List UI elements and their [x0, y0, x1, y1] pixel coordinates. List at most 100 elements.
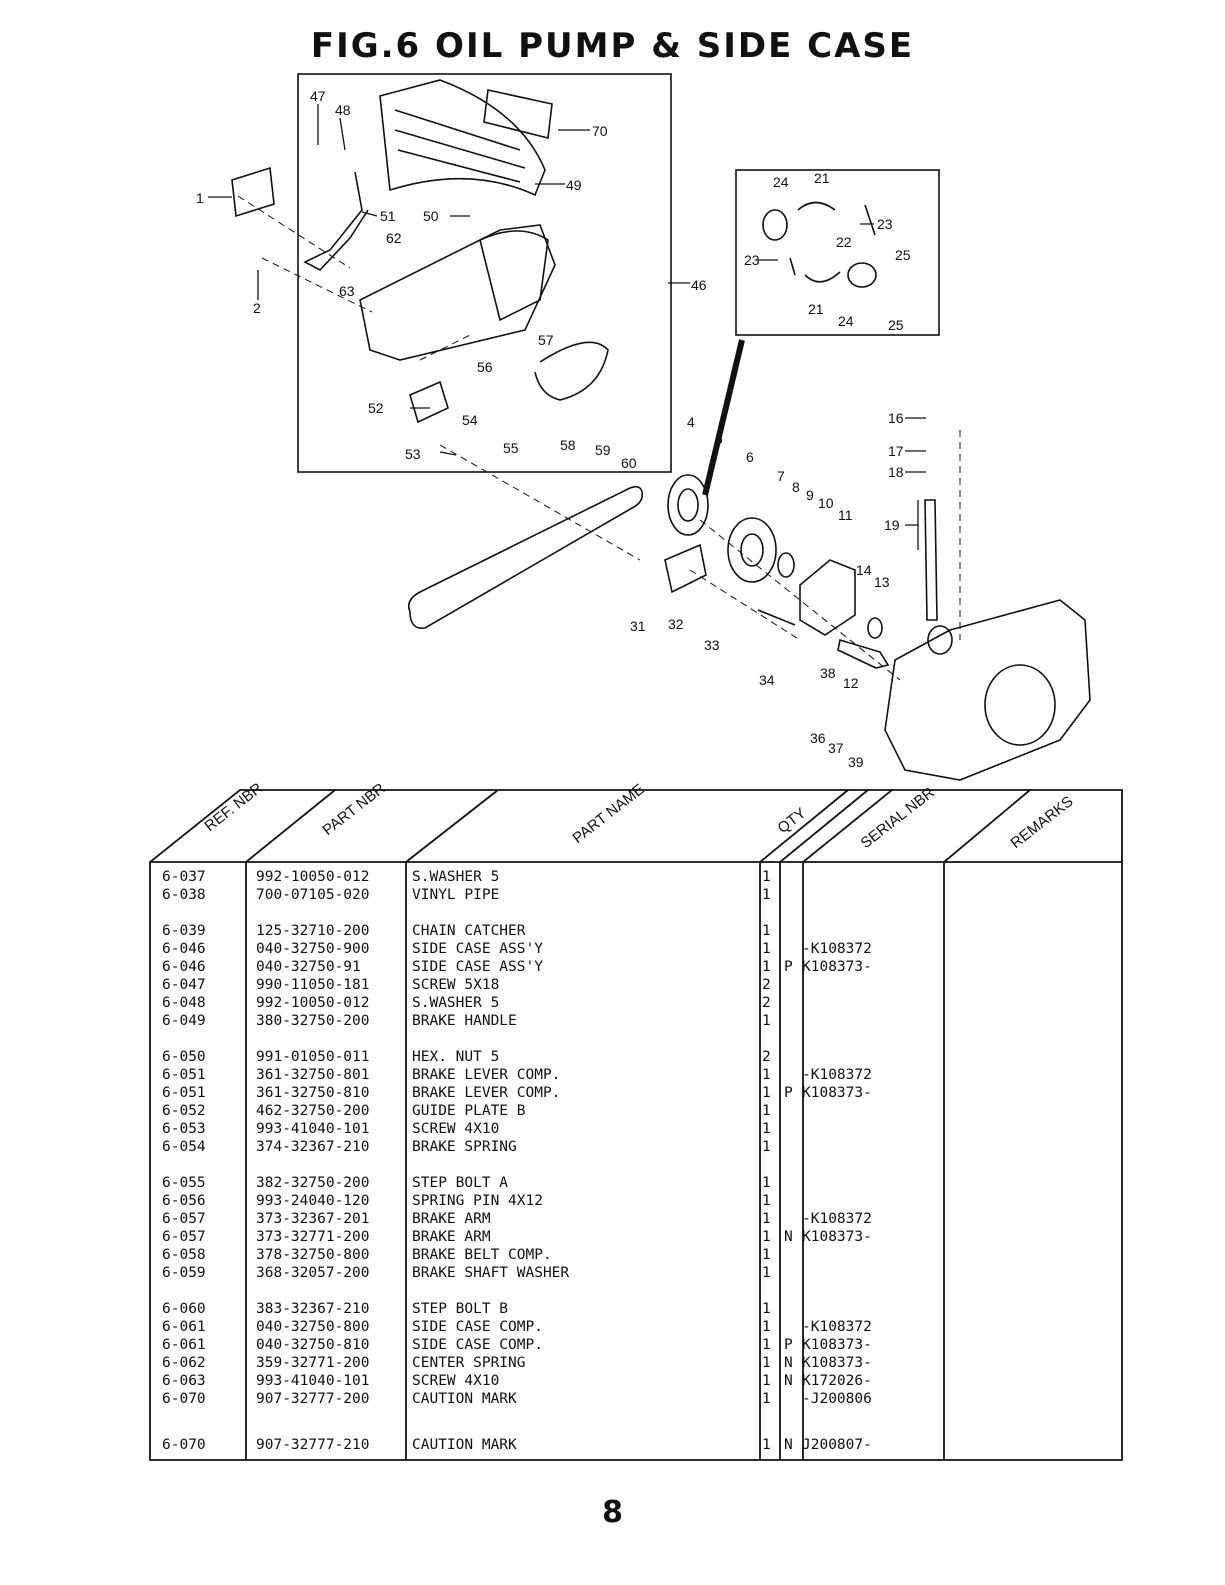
callout-label: 37 [828, 740, 844, 756]
part-nbr-cell: 993-41040-101 [256, 1121, 370, 1137]
part-name-cell: BRAKE ARM [412, 1211, 491, 1227]
change-flag-cell: N [784, 1355, 793, 1371]
exploded-parts-diagram: 1 2 4 5 6 7 8 9 10 11 12 13 14 16 17 18 … [196, 73, 1091, 781]
part-nbr-cell: 992-10050-012 [256, 869, 370, 885]
part-nbr-cell: 907-32777-210 [256, 1437, 370, 1453]
part-name-cell: VINYL PIPE [412, 887, 500, 903]
callout-label: 57 [538, 332, 554, 348]
part-nbr-cell: 378-32750-800 [256, 1247, 370, 1263]
part-nbr-cell: 700-07105-020 [256, 887, 370, 903]
serial-nbr-cell: K108373- [802, 1085, 872, 1101]
callout-label: 33 [704, 637, 720, 653]
part-nbr-cell: 991-01050-011 [256, 1049, 370, 1065]
guide-bar-shape [407, 485, 644, 629]
qty-cell: 1 [762, 1175, 771, 1191]
part-name-cell: BRAKE HANDLE [412, 1013, 517, 1029]
part-name-cell: SCREW 4X10 [412, 1121, 500, 1137]
qty-cell: 2 [762, 977, 771, 993]
part-nbr-cell: 373-32367-201 [256, 1211, 370, 1227]
ref-nbr-cell: 6-046 [162, 959, 206, 975]
part-nbr-cell: 990-11050-181 [256, 977, 370, 993]
callout-label: 52 [368, 400, 384, 416]
callout-label: 34 [759, 672, 775, 688]
ref-nbr-cell: 6-054 [162, 1139, 206, 1155]
qty-cell: 2 [762, 995, 771, 1011]
ref-nbr-cell: 6-052 [162, 1103, 206, 1119]
ref-nbr-cell: 6-063 [162, 1373, 206, 1389]
part-name-cell: S.WASHER 5 [412, 995, 500, 1011]
callout-label: 63 [339, 283, 355, 299]
qty-cell: 2 [762, 1049, 771, 1065]
change-flag-cell: P [784, 1337, 793, 1353]
part-nbr-cell: 907-32777-200 [256, 1391, 370, 1407]
ref-nbr-cell: 6-062 [162, 1355, 206, 1371]
callout-label: 22 [836, 234, 852, 250]
ref-nbr-cell: 6-060 [162, 1301, 206, 1317]
qty-cell: 1 [762, 1437, 771, 1453]
part-name-cell: CAUTION MARK [412, 1391, 517, 1407]
callout-label: 8 [792, 479, 800, 495]
part-nbr-cell: 361-32750-810 [256, 1085, 370, 1101]
side-case-assembly-frame [297, 73, 672, 473]
serial-nbr-cell: J200807- [802, 1437, 872, 1453]
part-nbr-cell: 380-32750-200 [256, 1013, 370, 1029]
part-name-cell: SIDE CASE ASS'Y [412, 941, 543, 957]
change-flag-cell: P [784, 959, 793, 975]
ref-nbr-cell: 6-053 [162, 1121, 206, 1137]
part-name-cell: SIDE CASE ASS'Y [412, 959, 543, 975]
callout-label: 9 [806, 487, 814, 503]
part-nbr-cell: 993-41040-101 [256, 1373, 370, 1389]
callout-labels: 1 2 4 5 6 7 8 9 10 11 12 13 14 16 17 18 … [196, 88, 911, 770]
ref-nbr-cell: 6-056 [162, 1193, 206, 1209]
part-name-cell: SCREW 5X18 [412, 977, 500, 993]
ref-nbr-cell: 6-051 [162, 1067, 206, 1083]
part-nbr-cell: 382-32750-200 [256, 1175, 370, 1191]
callout-label: 23 [744, 252, 760, 268]
part-nbr-cell: 359-32771-200 [256, 1355, 370, 1371]
change-flag-cell: N [784, 1229, 793, 1245]
callout-label: 1 [196, 190, 204, 206]
callout-label: 59 [595, 442, 611, 458]
serial-nbr-cell: -J200806 [802, 1391, 872, 1407]
ref-nbr-cell: 6-047 [162, 977, 206, 993]
part-nbr-cell: 361-32750-801 [256, 1067, 370, 1083]
part-nbr-cell: 040-32750-91 [256, 959, 361, 975]
part-name-cell: CENTER SPRING [412, 1355, 526, 1371]
qty-cell: 1 [762, 1247, 771, 1263]
serial-nbr-cell: K108373- [802, 1229, 872, 1245]
part-name-cell: HEX. NUT 5 [412, 1049, 500, 1065]
ref-nbr-cell: 6-070 [162, 1391, 206, 1407]
qty-cell: 1 [762, 1103, 771, 1119]
change-flag-cell: P [784, 1085, 793, 1101]
brake-handle-shape [379, 79, 546, 197]
callout-label: 47 [310, 88, 326, 104]
callout-label: 12 [843, 675, 859, 691]
callout-label: 56 [477, 359, 493, 375]
part-name-cell: SPRING PIN 4X12 [412, 1193, 543, 1209]
serial-nbr-cell: -K108372 [802, 1067, 872, 1083]
part-nbr-cell: 040-32750-900 [256, 941, 370, 957]
clutch-inset-frame [735, 169, 940, 336]
qty-cell: 1 [762, 1265, 771, 1281]
ref-nbr-cell: 6-046 [162, 941, 206, 957]
callout-label: 19 [884, 517, 900, 533]
callout-label: 21 [808, 301, 824, 317]
part-nbr-cell: 125-32710-200 [256, 923, 370, 939]
callout-label: 51 [380, 208, 396, 224]
ref-nbr-cell: 6-050 [162, 1049, 206, 1065]
part-name-cell: BRAKE LEVER COMP. [412, 1085, 561, 1101]
callout-label: 60 [621, 455, 637, 471]
callout-label: 10 [818, 495, 834, 511]
qty-cell: 1 [762, 1085, 771, 1101]
serial-nbr-cell: K108373- [802, 959, 872, 975]
